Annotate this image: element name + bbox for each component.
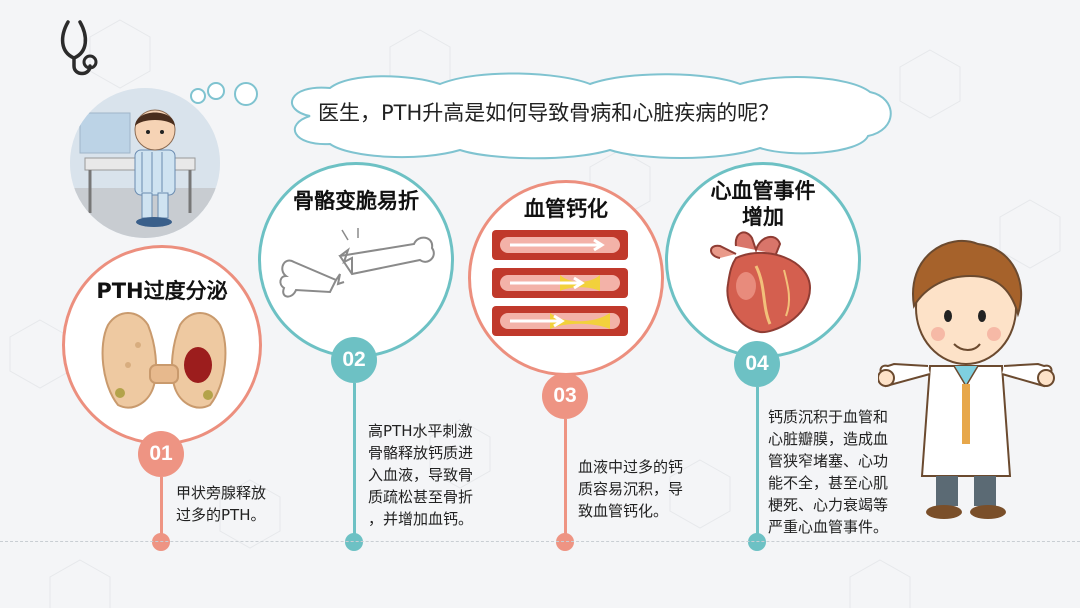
step-2-number: 02 (331, 337, 377, 383)
step-1-number: 01 (138, 431, 184, 477)
step-3-description: 血液中过多的钙 质容易沉积，导 致血管钙化。 (578, 458, 684, 520)
step-4-connector (756, 387, 759, 535)
step-2-description: 高PTH水平刺激 骨骼释放钙质进 入血液，导致骨 质疏松甚至骨折 ，并增加血钙。 (368, 422, 474, 528)
step-4-dot (748, 533, 766, 551)
step-4-title: 心血管事件 增加 (710, 179, 816, 229)
thyroid-gland-icon (101, 312, 227, 409)
step-2-dot (345, 533, 363, 551)
question-text: 医生，PTH升高是如何导致骨病和心脏疾病的呢？ (318, 101, 780, 125)
step-1-title: PTH过度分泌 (96, 279, 228, 303)
step-1-circle (62, 245, 262, 445)
stethoscope-icon (60, 20, 98, 76)
thought-bubble-small (190, 88, 206, 104)
speech-cloud (291, 72, 892, 160)
broken-bone-icon (279, 228, 435, 298)
heart-icon (710, 231, 812, 334)
step-3-dot (556, 533, 574, 551)
step-1-connector (160, 477, 163, 535)
step-4-description: 钙质沉积于血管和 心脏瓣膜，造成血 管狭窄堵塞、心功 能不全，甚至心肌 梗死、心… (768, 408, 889, 536)
step-3-number: 03 (542, 373, 588, 419)
patient-illustration (70, 88, 220, 238)
thought-bubble-medium (207, 82, 225, 100)
step-1-description: 甲状旁腺释放 过多的PTH。 (176, 484, 267, 524)
thought-bubble-large (234, 82, 258, 106)
step-4-number: 04 (734, 341, 780, 387)
timeline-baseline (0, 541, 1080, 542)
step-3-connector (564, 419, 567, 535)
step-2-connector (353, 383, 356, 535)
step-1-dot (152, 533, 170, 551)
step-3-title: 血管钙化 (524, 197, 608, 221)
doctor-illustration (878, 239, 1055, 519)
step-2-title: 骨骼变脆易折 (293, 189, 419, 213)
blood-vessel-calcification-icon (492, 230, 628, 336)
